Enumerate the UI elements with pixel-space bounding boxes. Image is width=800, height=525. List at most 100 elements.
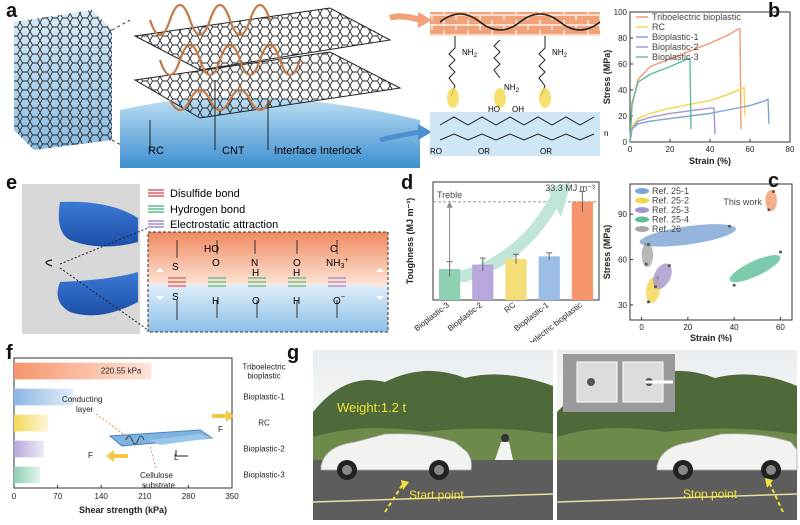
c-region: [641, 242, 654, 268]
f-length-label: L: [174, 453, 179, 462]
glove-bottom-icon: [57, 272, 138, 316]
label-cnt: CNT: [222, 145, 245, 157]
c-point: [767, 208, 771, 212]
panel-e-illustration: Disulfide bond Hydrogen bond Electrostat…: [22, 184, 389, 334]
atom-ho: HO: [204, 244, 219, 255]
f-bar: [14, 388, 74, 406]
legend-electrostatic: Electrostatic attraction: [170, 219, 278, 231]
chem-nh2-3: NH2: [504, 83, 520, 94]
atom-h-3: H: [293, 268, 300, 279]
c-xtick-label: 0: [639, 323, 644, 332]
chem-or-2: OR: [540, 147, 552, 156]
f-length-marker: [175, 450, 188, 457]
label-interface-interlock: Interface Interlock: [274, 145, 362, 157]
cnt-brick-layer: [430, 12, 600, 36]
chem-or-1: OR: [478, 147, 490, 156]
legend-hydrogen: Hydrogen bond: [170, 204, 245, 216]
photo-stop: Stop point: [556, 350, 798, 520]
d-annotation: 33.3 MJ m⁻³: [545, 183, 595, 193]
panel-label-d: d: [401, 172, 414, 194]
c-ytick-label: 90: [618, 210, 627, 219]
panel-label-f: f: [6, 342, 13, 364]
b-ylabel: Stress (MPa): [602, 50, 612, 105]
f-category-label: Bioplastic-3: [243, 471, 285, 480]
b-ytick-label: 60: [618, 60, 627, 69]
c-xtick-label: 60: [776, 323, 785, 332]
b-xtick-label: 20: [666, 145, 675, 154]
f-xtick-label: 280: [182, 492, 196, 501]
atom-o-1: O: [212, 258, 220, 269]
f-category-label: RC: [258, 419, 270, 428]
f-cellulose-pointer: [149, 445, 157, 469]
c-plot-frame: [629, 183, 793, 321]
d-category-label: Bioplastic-2: [446, 300, 485, 333]
d-bar: [438, 269, 461, 300]
atom-s-top: S: [172, 262, 179, 273]
start-point-label: Start point: [409, 488, 464, 502]
f-cellulose-label-line2: substrate: [142, 481, 175, 490]
c-point: [653, 285, 657, 289]
chem-ho: HO: [488, 105, 500, 114]
d-bar: [505, 258, 527, 300]
cellulose-bed: [430, 112, 600, 156]
chart-d: Toughness (MJ m⁻³)Bioplastic-3Bioplastic…: [405, 181, 600, 342]
f-bar: [14, 362, 152, 380]
b-xlabel: Strain (%): [689, 156, 731, 166]
c-point: [732, 283, 736, 287]
bond-legend: Disulfide bond Hydrogen bond Electrostat…: [148, 188, 278, 231]
c-region: [639, 224, 737, 247]
c-point: [778, 250, 782, 254]
chem-ro: RO: [430, 147, 442, 156]
c-region: [765, 190, 777, 212]
b-ytick-label: 0: [623, 138, 628, 147]
chem-nh2-1: NH2: [462, 48, 478, 59]
f-xtick-label: 70: [53, 492, 62, 501]
interface-box: S S O H N H O O H H NH3+ O− HO C: [147, 231, 389, 333]
c-legend-swatch: [635, 216, 649, 223]
f-bar: [14, 440, 44, 458]
chem-oh: OH: [512, 105, 524, 114]
f-xtick-label: 350: [225, 492, 239, 501]
b-xtick-label: 80: [786, 145, 795, 154]
b-legend-label: Bioplastic-3: [652, 52, 699, 62]
f-category-label-line2: bioplastic: [247, 371, 280, 380]
b-series-line: [629, 58, 692, 143]
b-legend-label: Triboelectric bioplastic: [652, 12, 741, 22]
chem-nh2-2: NH2: [552, 48, 568, 59]
f-cellulose-label: Cellulose: [140, 471, 173, 480]
panel-label-e: e: [6, 172, 18, 194]
legend-disulfide: Disulfide bond: [170, 188, 240, 200]
f-value-label: 220.55 kPa: [101, 367, 142, 376]
d-treble-label: Treble: [437, 190, 462, 200]
f-bar: [14, 466, 41, 484]
stop-point-label: Stop point: [683, 487, 738, 501]
atom-h-2: H: [252, 268, 259, 279]
d-treble-arrow-head: [446, 201, 453, 208]
c-point: [771, 190, 775, 194]
c-legend-swatch: [635, 207, 649, 213]
chem-n: n: [604, 129, 608, 138]
f-force-right-label: F: [218, 425, 223, 434]
atom-c: C: [330, 244, 337, 255]
atom-h-1: H: [212, 296, 219, 307]
hex-block-small: [14, 10, 112, 150]
panel-label-g: g: [287, 342, 300, 364]
panel-label-c: c: [768, 170, 780, 192]
photo-start: Weight:1.2 t Start point: [312, 350, 554, 520]
atom-o-minus: O−: [333, 294, 345, 307]
f-conducting-label: Conducting: [62, 395, 102, 404]
c-legend-swatch: [635, 197, 649, 204]
b-series-line: [629, 86, 746, 143]
c-ylabel: Stress (MPa): [602, 225, 612, 280]
b-ytick-label: 100: [614, 8, 628, 17]
d-ylabel: Toughness (MJ m⁻³): [405, 198, 415, 285]
c-point: [647, 242, 651, 246]
c-point: [647, 300, 651, 304]
c-legend-label: Ref. 25-4: [652, 215, 689, 225]
f-xlabel: Shear strength (kPa): [79, 505, 167, 515]
